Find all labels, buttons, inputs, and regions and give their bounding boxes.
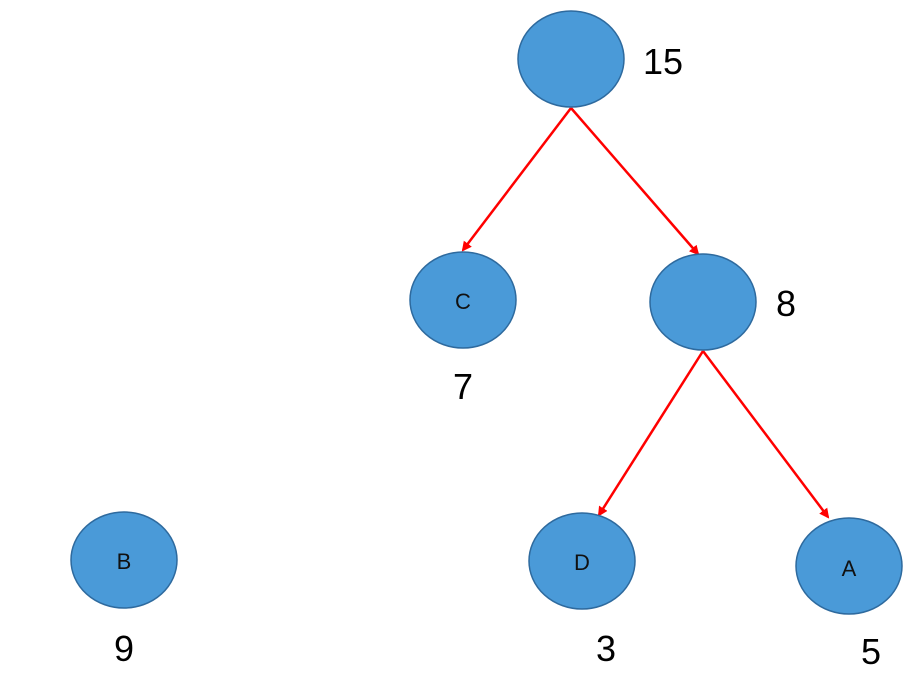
edge-root-c	[461, 107, 572, 252]
node-inner-weight: 8	[776, 283, 796, 324]
node-a-weight: 5	[861, 631, 881, 672]
node-d: D	[528, 512, 636, 610]
node-b-weight: 9	[114, 628, 134, 669]
edge-inner-a	[702, 350, 830, 519]
node-a: A	[795, 517, 903, 615]
node-c-weight: 7	[453, 366, 473, 407]
edge-inner-d	[597, 350, 705, 517]
node-b-label: B	[117, 549, 132, 574]
node-a-label: A	[842, 556, 857, 581]
node-d-label: D	[574, 550, 590, 575]
node-root-weight: 15	[643, 41, 683, 82]
node-inner	[649, 253, 757, 351]
node-c-label: C	[455, 289, 471, 314]
edge-root-inner	[570, 107, 700, 256]
node-c: C	[409, 251, 517, 349]
node-d-weight: 3	[596, 628, 616, 669]
node-b: B	[70, 511, 178, 609]
node-root	[517, 10, 625, 108]
